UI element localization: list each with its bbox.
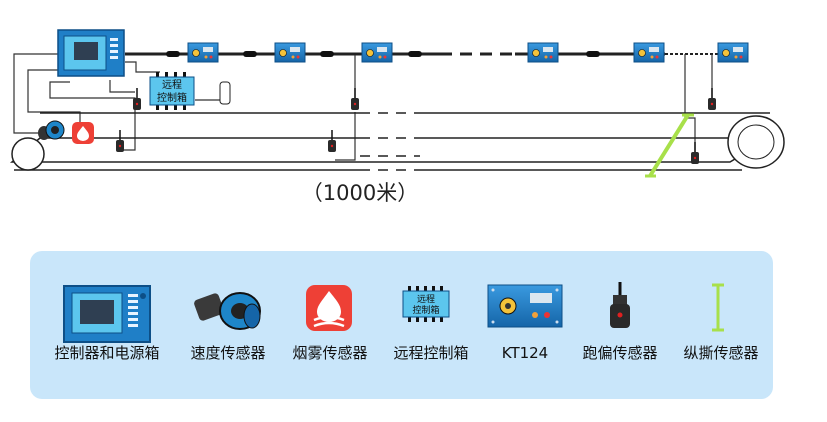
deviation-sensor	[351, 88, 359, 110]
tear-sensor-icon	[712, 283, 724, 332]
deviation-sensors	[116, 88, 716, 164]
deviation-sensor	[133, 88, 141, 110]
legend-label-deviation-sensor: 跑偏传感器	[582, 344, 657, 362]
remote-box-label-1: 远程	[162, 79, 182, 91]
legend-label-tear-sensor: 纵撕传感器	[683, 344, 758, 362]
kt124-unit	[527, 42, 559, 63]
legend-label-remote-control-box: 远程控制箱	[393, 344, 468, 362]
legend-label-smoke-sensor: 烟雾传感器	[292, 344, 367, 362]
legend-label-kt124: KT124	[502, 344, 548, 362]
remote-icon-label-2: 控制箱	[412, 304, 439, 316]
remote-icon-label-1: 远程	[417, 294, 435, 305]
speed-sensor-small	[38, 120, 65, 140]
distance-label: （1000米）	[302, 181, 418, 205]
cable-end	[219, 81, 231, 105]
deviation-sensor	[708, 88, 716, 110]
legend-label-controller-power: 控制器和电源箱	[54, 344, 159, 362]
kt124-unit	[717, 42, 749, 63]
cable-connectors	[166, 51, 600, 57]
kt124-unit	[187, 42, 219, 63]
deviation-sensor	[116, 130, 124, 152]
kt124-unit	[633, 42, 665, 63]
sensor-wiring	[13, 53, 713, 161]
controller-power-box	[57, 29, 125, 77]
kt124-units	[187, 42, 749, 63]
deviation-sensor	[328, 130, 336, 152]
kt124-icon	[487, 284, 563, 328]
controller-power-icon	[63, 285, 151, 343]
conveyor-belt	[9, 112, 785, 171]
remote-control-box-icon: 远程 控制箱	[402, 286, 450, 322]
deviation-sensor-icon	[610, 282, 630, 328]
legend-label-speed-sensor: 速度传感器	[190, 344, 265, 362]
speed-sensor-icon	[194, 292, 261, 330]
deviation-sensor	[691, 142, 699, 164]
smoke-sensor-icon	[306, 285, 352, 331]
remote-box-label-2: 控制箱	[157, 91, 187, 104]
kt124-unit	[361, 42, 393, 63]
tear-sensor-on-belt	[645, 113, 694, 178]
kt124-unit	[274, 42, 306, 63]
smoke-sensor-small	[72, 122, 94, 144]
legend-panel	[30, 251, 773, 399]
remote-control-box: 远程 控制箱	[149, 72, 195, 110]
